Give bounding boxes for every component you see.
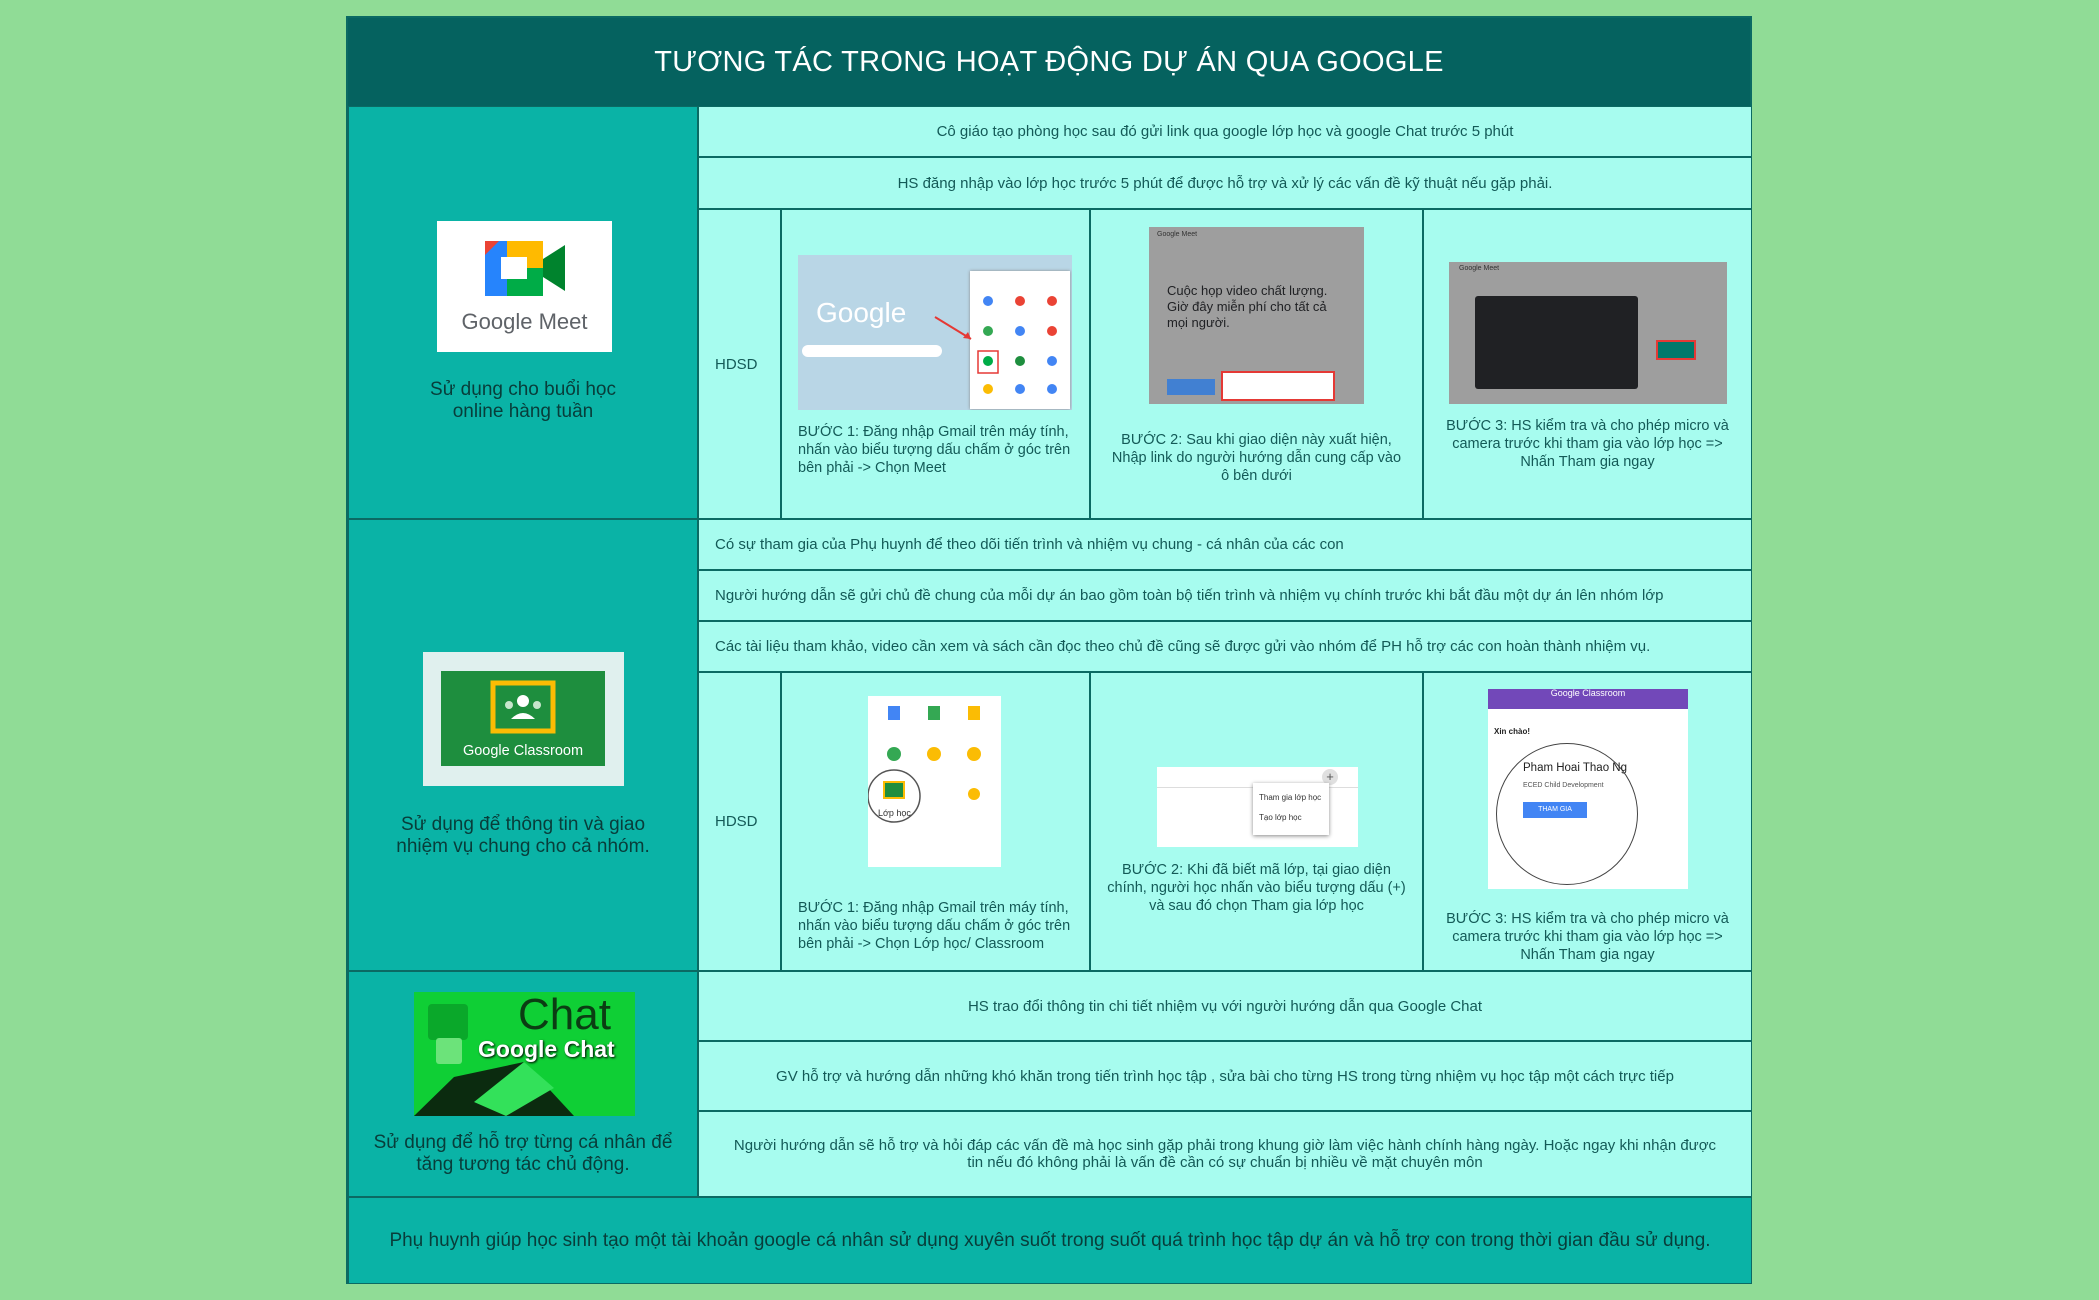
student-name: Pham Hoai Thao Ng [1523, 762, 1627, 774]
chat-row-3: Người hướng dẫn sẽ hỗ trợ và hỏi đáp các… [698, 1111, 1752, 1197]
meet-step1-caption: BƯỚC 1: Đăng nhập Gmail trên máy tính, n… [798, 424, 1071, 476]
classroom-board-icon [490, 680, 556, 734]
chat-bubbles-icon [414, 1004, 574, 1116]
google-meet-logo: Google Meet [437, 221, 612, 352]
classroom-logo-text: Google Classroom [462, 743, 584, 759]
meet-row-1: Cô giáo tạo phòng học sau đó gửi link qu… [698, 106, 1752, 157]
chat-row-2: GV hỗ trợ và hướng dẫn những khó khăn tr… [698, 1041, 1752, 1111]
classroom-step3-header: Google Classroom [1488, 689, 1688, 709]
join-now-button [1656, 340, 1696, 360]
classroom-hdsd-label: HDSD [698, 672, 781, 971]
classroom-step3-greeting: Xin chào! [1494, 727, 1531, 736]
meet-step3-caption: BƯỚC 3: HS kiểm tra và cho phép micro và… [1446, 418, 1729, 470]
google-wordmark: Google [816, 297, 907, 328]
google-chat-logo: Chat Google Chat [414, 992, 635, 1116]
meet-step2-header: Google Meet [1157, 231, 1198, 238]
create-class-item: Tạo lớp học [1259, 813, 1302, 822]
meet-step-1: Google BƯỚC 1: Đăng nhập Gmail trên máy … [781, 209, 1090, 519]
chat-row-1: HS trao đổi thông tin chi tiết nhiệm vụ … [698, 971, 1752, 1041]
classroom-step1-caption: BƯỚC 1: Đăng nhập Gmail trên máy tính, n… [798, 900, 1071, 952]
classroom-row-1: Có sự tham gia của Phụ huynh để theo dõi… [698, 519, 1752, 570]
meet-logo-text: Google Meet [461, 309, 588, 334]
meet-hdsd-label: HDSD [698, 209, 781, 519]
page-title: TƯƠNG TÁC TRONG HOẠT ĐỘNG DỰ ÁN QUA GOOG… [348, 18, 1750, 106]
meet-step2-headline: Cuộc họp video chất lượng. Giờ đây miễn … [1167, 283, 1328, 330]
classroom-row-3: Các tài liệu tham khảo, video cần xem và… [698, 621, 1752, 672]
join-class-menu: Tham gia lớp học Tạo lớp học [1253, 783, 1329, 835]
classroom-shot1-label: Lớp học [878, 808, 911, 818]
meet-row-2: HS đăng nhập vào lớp học trước 5 phút để… [698, 157, 1752, 209]
red-arrow-icon [934, 316, 972, 340]
classroom-step-2: + Tham gia lớp học Tạo lớp học BƯỚC 2: K… [1090, 672, 1423, 971]
meet-step1-screenshot: Google [798, 255, 1072, 410]
meet-step3-screenshot: Google Meet [1449, 262, 1727, 404]
footer-note: Phụ huynh giúp học sinh tạo một tài khoả… [348, 1197, 1752, 1284]
camera-preview [1475, 296, 1638, 389]
join-class-item: Tham gia lớp học [1259, 793, 1322, 802]
magnifier-circle: Pham Hoai Thao Ng ECED Child Development… [1496, 743, 1638, 885]
apps-panel [970, 271, 1070, 409]
meet-label-cell: Google Meet Sử dụng cho buổi học online … [348, 106, 698, 519]
google-classroom-logo: Google Classroom [423, 652, 624, 786]
meet-caption: Sử dụng cho buổi học online hàng tuần [430, 379, 616, 422]
chat-label-cell: Chat Google Chat Sử dụng để hỗ trợ từng … [348, 971, 698, 1197]
classroom-caption: Sử dụng để thông tin và giao nhiệm vụ ch… [396, 814, 650, 857]
meet-link-input [1221, 371, 1335, 401]
new-meeting-button [1167, 379, 1215, 395]
meet-camera-icon [485, 241, 565, 296]
classroom-label-cell: Google Classroom Sử dụng để thông tin và… [348, 519, 698, 971]
classroom-step-3: Google Classroom Xin chào! Pham Hoai Tha… [1423, 672, 1752, 971]
join-class-button: THAM GIA [1523, 802, 1587, 818]
course-name: ECED Child Development [1523, 782, 1604, 789]
chat-logo-big: Chat [518, 992, 611, 1039]
chat-logo-text: Google Chat [478, 1036, 615, 1062]
classroom-step-1: Lớp học BƯỚC 1: Đăng nhập Gmail trên máy… [781, 672, 1090, 971]
chat-caption: Sử dụng để hỗ trợ từng cá nhân để tăng t… [373, 1132, 673, 1175]
classroom-step3-screenshot: Google Classroom Xin chào! Pham Hoai Tha… [1488, 689, 1688, 889]
classroom-step2-caption: BƯỚC 2: Khi đã biết mã lớp, tại giao diệ… [1107, 862, 1406, 914]
plus-icon: + [1322, 769, 1338, 785]
meet-step3-header: Google Meet [1459, 265, 1500, 272]
classroom-step1-screenshot: Lớp học [868, 696, 1001, 867]
meet-step-2: Google Meet Cuộc họp video chất lượng. G… [1090, 209, 1423, 519]
meet-step2-caption: BƯỚC 2: Sau khi giao diện này xuất hiện,… [1111, 432, 1402, 484]
infographic-board: TƯƠNG TÁC TRONG HOẠT ĐỘNG DỰ ÁN QUA GOOG… [346, 16, 1752, 1284]
fake-search-bar [802, 345, 942, 357]
classroom-step2-screenshot: + Tham gia lớp học Tạo lớp học [1157, 767, 1358, 847]
classroom-row-2: Người hướng dẫn sẽ gửi chủ đề chung của … [698, 570, 1752, 621]
meet-step-3: Google Meet BƯỚC 3: HS kiểm tra và cho p… [1423, 209, 1752, 519]
meet-step2-screenshot: Google Meet Cuộc họp video chất lượng. G… [1149, 227, 1364, 404]
classroom-step3-caption: BƯỚC 3: HS kiểm tra và cho phép micro và… [1446, 911, 1729, 963]
